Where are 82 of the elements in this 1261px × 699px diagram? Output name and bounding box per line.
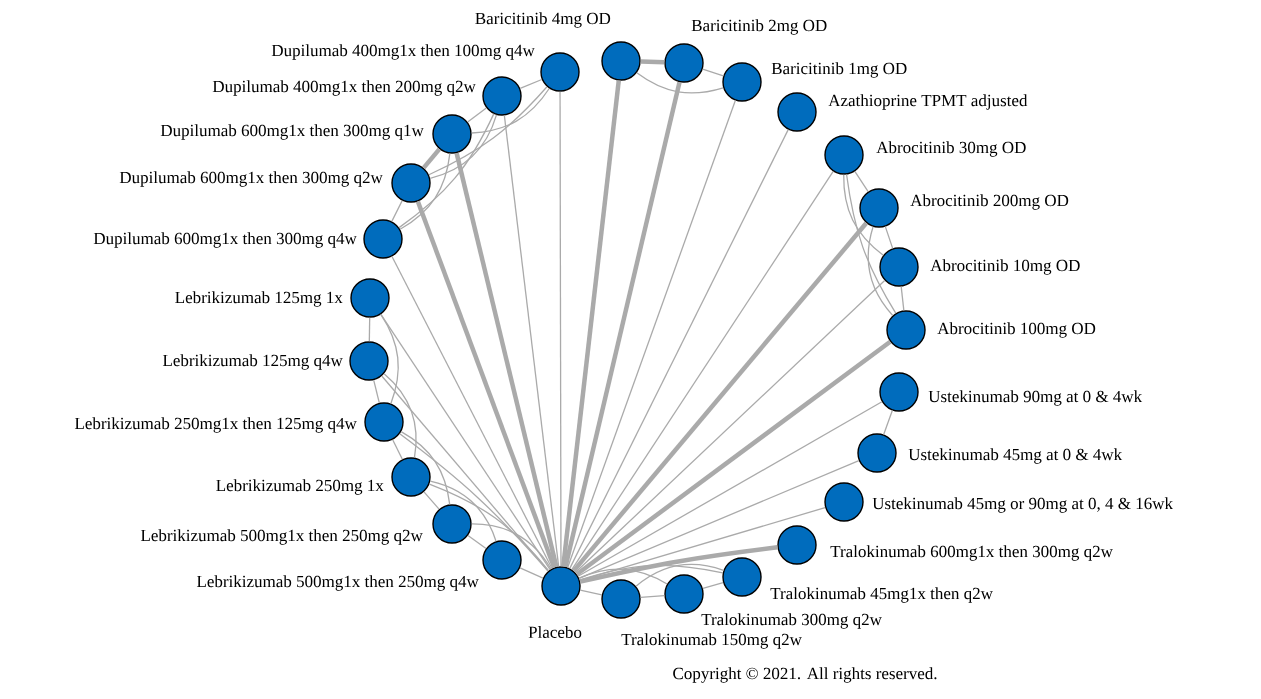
connector-line — [399, 152, 451, 230]
node-label: Azathioprine TPMT adjusted — [828, 94, 1028, 110]
node-label: Ustekinumab 90mg at 0 & 4wk — [928, 390, 1143, 406]
connector-line — [574, 279, 886, 574]
connector-line — [428, 483, 550, 572]
node-label: Tralokinumab 600mg1x then 300mg q2w — [830, 545, 1113, 561]
connector-line — [561, 80, 621, 567]
node-label: Baricitinib 4mg OD — [475, 12, 611, 28]
connector-line — [575, 339, 892, 577]
connector-line — [381, 375, 549, 572]
node-label: Tralokinumab 45mg1x then q2w — [770, 587, 993, 603]
connector-line — [383, 373, 417, 459]
connector-line — [635, 563, 725, 587]
node-label: Dupilumab 600mg1x then 300mg q2w — [119, 171, 383, 187]
connector-line — [429, 480, 497, 542]
connector-line — [702, 68, 724, 77]
connector-line — [467, 107, 487, 123]
connector-line — [399, 433, 549, 572]
connector-line — [578, 568, 668, 585]
connector-line — [884, 226, 894, 249]
connector-line — [423, 491, 440, 510]
connector-line — [392, 439, 403, 460]
node-label: Baricitinib 2mg OD — [691, 19, 827, 35]
connector-line — [471, 523, 552, 570]
node-label: Dupilumab 400mg1x then 100mg q4w — [271, 44, 535, 60]
node-label: Abrocitinib 10mg OD — [930, 259, 1080, 275]
connector-line — [391, 255, 553, 570]
connector-line — [579, 545, 778, 584]
connector-line — [559, 91, 562, 567]
connector-line — [571, 221, 869, 573]
node-label: Baricitinib 1mg OD — [771, 62, 907, 78]
connector-line — [867, 226, 894, 317]
connector-line — [900, 285, 905, 312]
connector-line — [373, 379, 380, 404]
connector-line — [519, 78, 543, 90]
node-label: Abrocitinib 30mg OD — [876, 141, 1026, 157]
connector-line — [563, 81, 682, 568]
node-label: Lebrikizumab 250mg1x then 125mg q4w — [74, 417, 357, 433]
node-label: Dupilumab 400mg1x then 200mg q2w — [212, 80, 476, 96]
connector-line — [454, 152, 559, 568]
connector-line — [569, 129, 789, 569]
connector-line — [579, 589, 603, 596]
connector-line — [380, 313, 399, 405]
connector-line — [854, 170, 869, 193]
connector-line — [567, 99, 736, 569]
connector-line — [398, 113, 495, 229]
connector-line — [503, 114, 560, 568]
connector-line — [391, 199, 403, 223]
connector-line — [400, 431, 451, 506]
node-label: Dupilumab 600mg1x then 300mg q1w — [160, 124, 424, 140]
connector-line — [571, 170, 834, 571]
connector-line — [519, 567, 544, 579]
node-label: Ustekinumab 45mg at 0 & 4wk — [908, 448, 1123, 464]
connector-line — [640, 59, 665, 65]
node-label: Lebrikizumab 500mg1x then 250mg q4w — [196, 575, 479, 591]
node-label: Abrocitinib 200mg OD — [910, 194, 1069, 210]
node-label: Placebo — [528, 626, 582, 638]
connector-line — [471, 87, 550, 134]
connector-line — [415, 200, 557, 569]
connector-line — [429, 114, 498, 179]
connector-line — [428, 86, 548, 176]
connector-line — [467, 534, 487, 550]
copyright-note: Copyright © 2021. All rights reserved. — [673, 667, 937, 683]
connector-line — [883, 409, 893, 436]
node-label: Lebrikizumab 125mg q4w — [162, 354, 343, 370]
connector-line — [368, 317, 371, 342]
node-label: Tralokinumab 150mg q2w — [621, 633, 802, 649]
connector-line — [577, 401, 883, 577]
node-label: Dupilumab 600mg1x then 300mg q4w — [93, 232, 357, 248]
connector-line — [702, 581, 724, 590]
connector-line — [421, 147, 442, 170]
node-label: Tralokinumab 300mg q2w — [701, 613, 882, 629]
connector-line — [579, 564, 724, 581]
node-label: Lebrikizumab 125mg 1x — [175, 291, 343, 307]
connector-line — [640, 594, 665, 599]
node-label: Lebrikizumab 250mg 1x — [216, 479, 384, 495]
connector-line — [843, 174, 884, 256]
connector-line — [636, 72, 724, 94]
node-label: Ustekinumab 45mg or 90mg at 0, 4 & 16wk — [872, 497, 1173, 513]
node-label: Lebrikizumab 500mg1x then 250mg q2w — [140, 529, 423, 545]
node-label: Abrocitinib 100mg OD — [937, 322, 1096, 338]
connector-line — [845, 173, 897, 314]
